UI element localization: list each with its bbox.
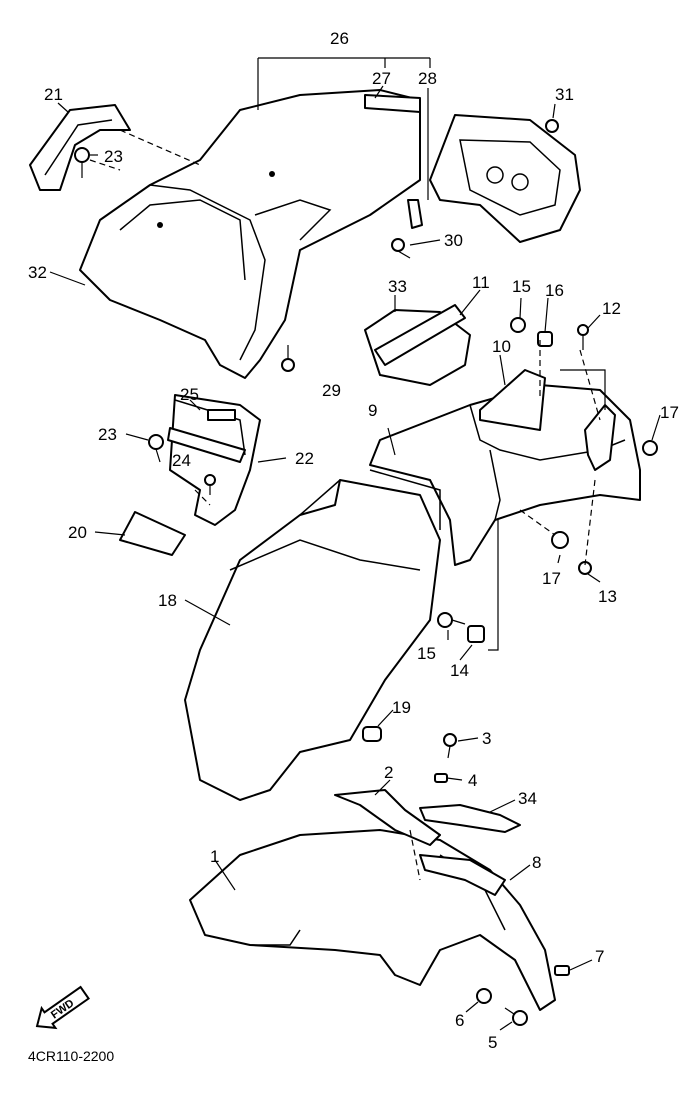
tray-strap-part — [374, 304, 466, 366]
callout-4: 4 — [468, 771, 477, 790]
callout-16: 16 — [545, 281, 564, 300]
pad-part — [119, 511, 186, 556]
assembly-lines — [89, 129, 601, 881]
callout-labels: 26 27 28 21 23 31 30 32 33 11 15 16 12 1… — [28, 29, 679, 1052]
grab-handle-part — [29, 104, 131, 191]
callout-32: 32 — [28, 263, 47, 282]
callout-28: 28 — [418, 69, 437, 88]
brace-part — [419, 804, 521, 833]
hardware-items — [74, 119, 658, 1026]
fender-stay-part — [334, 789, 441, 846]
callout-33: 33 — [388, 277, 407, 296]
callout-25: 25 — [180, 385, 199, 404]
callout-19: 19 — [392, 698, 411, 717]
callout-18: 18 — [158, 591, 177, 610]
callout-14: 14 — [450, 661, 469, 680]
reflector-plate-part — [167, 409, 246, 463]
callout-31: 31 — [555, 85, 574, 104]
callout-15b: 15 — [417, 644, 436, 663]
callout-1: 1 — [210, 847, 219, 866]
fwd-arrow-icon: FWD — [35, 985, 90, 1030]
callout-27: 27 — [372, 69, 391, 88]
callout-10: 10 — [492, 337, 511, 356]
callout-17a: 17 — [660, 403, 679, 422]
callout-9: 9 — [368, 401, 377, 420]
callout-30: 30 — [444, 231, 463, 250]
callout-26: 26 — [330, 29, 349, 48]
front-fender-part — [189, 829, 556, 1011]
callout-7: 7 — [595, 947, 604, 966]
callout-2: 2 — [384, 763, 393, 782]
tail-cover-part — [429, 114, 581, 243]
callout-11: 11 — [472, 273, 490, 292]
callout-15a: 15 — [512, 277, 531, 296]
callout-20: 20 — [68, 523, 87, 542]
callout-29: 29 — [322, 381, 341, 400]
callout-23a: 23 — [104, 147, 123, 166]
inner-fender-part — [184, 469, 441, 801]
callout-8: 8 — [532, 853, 541, 872]
leader-lines — [49, 57, 661, 1031]
callout-3: 3 — [482, 729, 491, 748]
seat-part — [79, 89, 421, 379]
seat-emblem-part — [364, 94, 421, 113]
callout-6: 6 — [455, 1011, 464, 1030]
callout-22: 22 — [295, 449, 314, 468]
figure-code: 4CR110-2200 — [28, 1048, 114, 1064]
callout-17b: 17 — [542, 569, 561, 588]
bracket-part — [479, 369, 546, 431]
callout-21: 21 — [44, 85, 63, 104]
seat-strap-part — [407, 199, 423, 229]
callout-5: 5 — [488, 1033, 497, 1052]
callout-34: 34 — [518, 789, 537, 808]
callout-13: 13 — [598, 587, 617, 606]
callout-23b: 23 — [98, 425, 117, 444]
callout-24: 24 — [172, 451, 191, 470]
callout-12: 12 — [602, 299, 621, 318]
fender-brace-part — [419, 854, 506, 896]
